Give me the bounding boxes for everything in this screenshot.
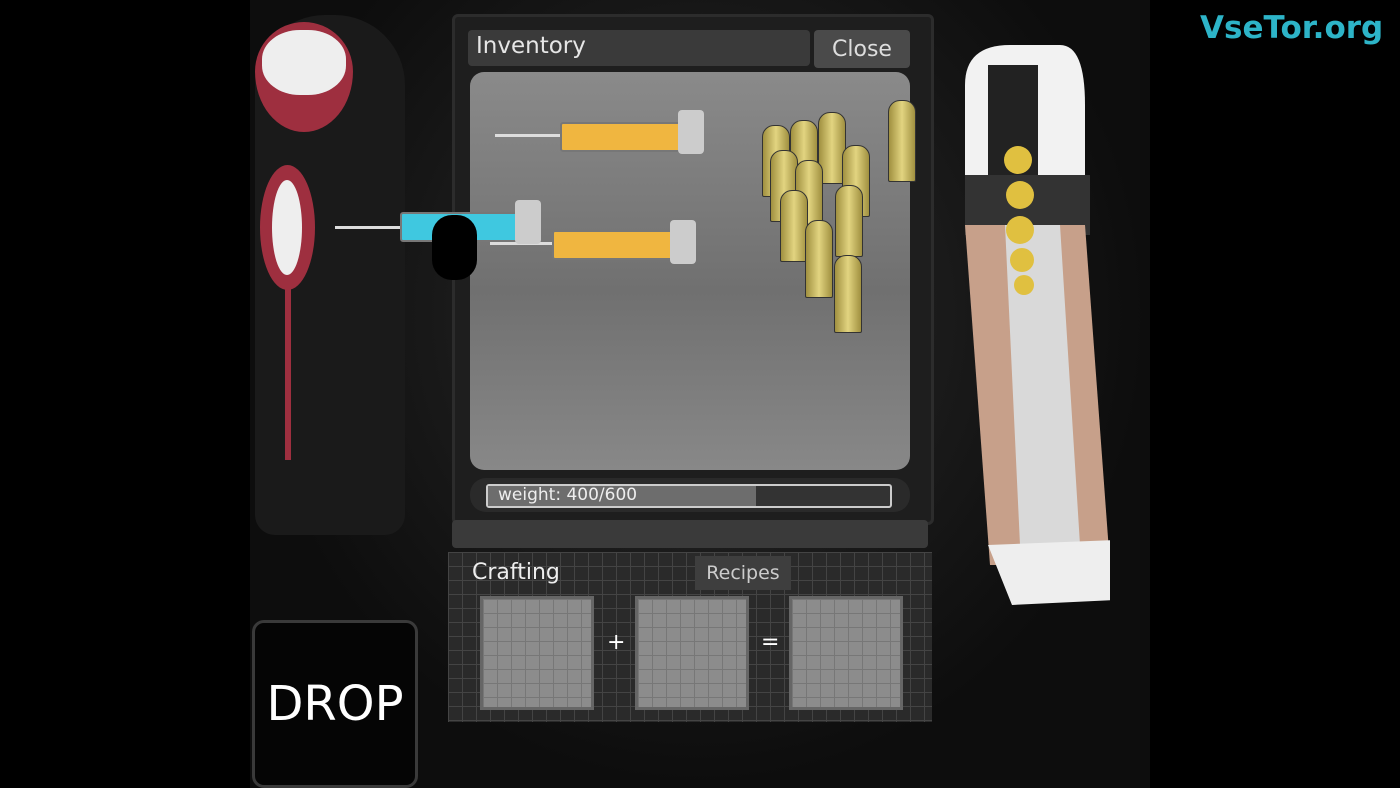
bullet-item[interactable] [834,255,862,333]
syringe-item[interactable] [560,122,682,152]
bullet-item[interactable] [888,100,916,182]
plus-sign: + [607,630,626,655]
revolver-weapon [965,45,1110,605]
panel-divider [452,520,928,548]
syringe-plunger-icon [515,200,541,244]
gun-bullets-icon [1004,146,1034,295]
crafting-slot-2[interactable] [635,596,749,710]
syringe-plunger-icon [670,220,696,264]
syringe-needle-icon [335,226,400,229]
close-button[interactable]: Close [814,30,910,68]
brain-icon [262,30,346,95]
spine-status-bar [285,285,291,460]
bullet-item[interactable] [805,220,833,298]
drop-button[interactable]: DROP [252,620,418,788]
bullet-item[interactable] [780,190,808,262]
syringe-plunger-icon [678,110,704,154]
weight-bar: weight: 400/600 [486,484,892,508]
crafting-title: Crafting [472,560,560,585]
bullet-item[interactable] [835,185,863,257]
cursor-hand-icon [432,215,477,280]
recipes-button[interactable]: Recipes [695,556,791,590]
watermark: VseTor.org [1200,10,1384,46]
equals-sign: = [761,630,780,655]
syringe-item[interactable] [552,230,674,260]
weight-bar-fill [488,486,757,506]
gun-butt [988,540,1110,605]
weight-label: weight: 400/600 [498,485,638,505]
gun-grip-panel [1005,225,1080,545]
crafting-slot-1[interactable] [480,596,594,710]
inventory-title-bar [468,30,810,66]
inventory-title: Inventory [476,33,586,59]
crafting-result-slot[interactable] [789,596,903,710]
body-icon [272,180,302,275]
syringe-needle-icon [495,134,560,137]
